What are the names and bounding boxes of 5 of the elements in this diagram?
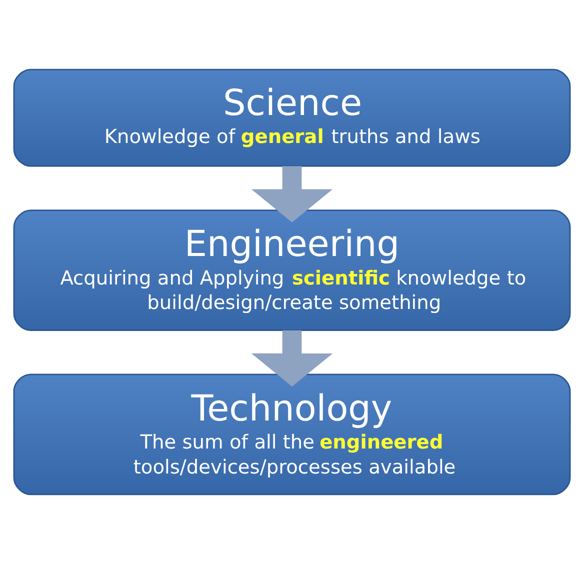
arrow [251, 166, 333, 222]
node-box: Science Knowledge of general truths and laws [13, 68, 571, 166]
node-box: Technology The sum of all the engineered tools/devices/processes available [13, 373, 571, 495]
arrow [251, 330, 333, 386]
node-box: Engineering Acquiring and Applying scientific knowledge to build/design/create something [13, 209, 571, 330]
